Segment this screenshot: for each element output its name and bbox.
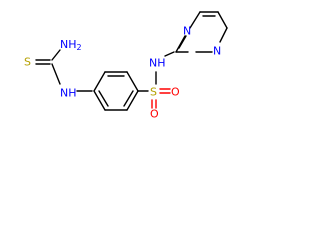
pyrimidine-n-top-label: N xyxy=(183,25,191,38)
bond-nh-pyrimidine xyxy=(164,51,175,57)
benzene-bond-3 xyxy=(126,71,139,92)
sulfonamide-nh-label: NH xyxy=(149,57,166,70)
amino-group-label: NH2 xyxy=(60,38,82,52)
pyrimidine-n-bottom-label: N xyxy=(213,45,221,58)
benzene-bond-1 xyxy=(93,71,106,92)
amino-subscript: 2 xyxy=(77,43,82,52)
amide-nh-label: NH xyxy=(60,87,77,100)
amino-nh-text: NH xyxy=(60,38,77,51)
benzene-bond-4 xyxy=(126,90,139,111)
sulfonyl-oxygen-right-label: O xyxy=(171,86,180,99)
benzene-bond-6 xyxy=(93,90,106,111)
thio-sulfur-label: S xyxy=(24,56,31,69)
thiourea-group: S NH2 NH xyxy=(24,38,82,100)
chemical-structure: S NH2 NH S O O NH xyxy=(24,11,228,121)
pyrimidine-bond-4 xyxy=(217,11,228,29)
pyrimidine-bond-2 xyxy=(189,11,201,29)
pyrimidine-ring: N N xyxy=(175,11,228,58)
bond-c-nh xyxy=(51,63,61,85)
benzene-ring xyxy=(93,71,139,111)
sulfonyl-group: S O O xyxy=(150,71,180,121)
benzene-inner-bond-3 xyxy=(98,90,109,107)
benzene-inner-bond-2 xyxy=(123,90,134,107)
bond-c-nh2 xyxy=(51,49,61,61)
pyrimidine-bond-1 xyxy=(175,35,186,53)
pyrimidine-inner-bond-2 xyxy=(178,35,187,49)
sulfonyl-sulfur-label: S xyxy=(150,86,157,99)
pyrimidine-bond-5 xyxy=(219,27,228,43)
sulfonyl-oxygen-bottom-label: O xyxy=(150,108,159,121)
